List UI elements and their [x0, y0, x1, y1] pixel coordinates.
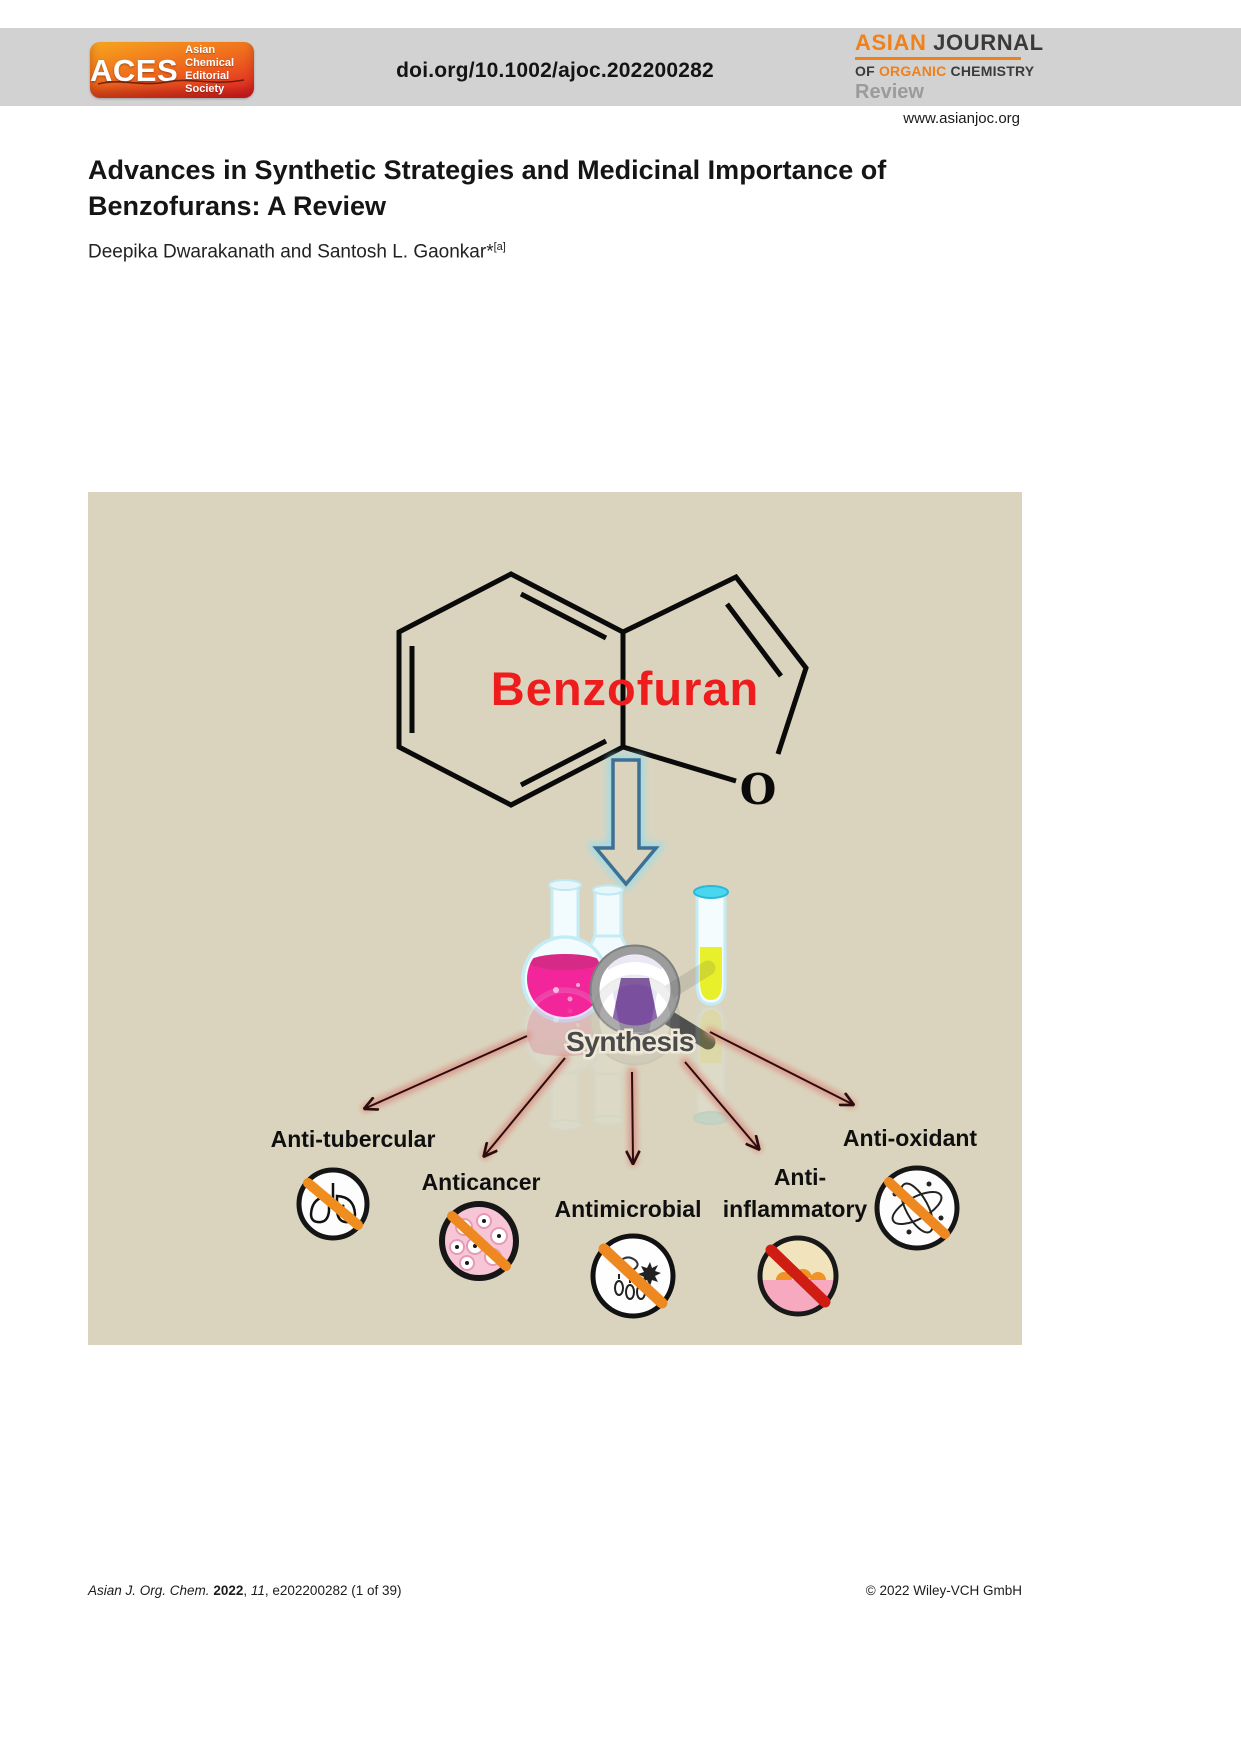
journal-name-line1: ASIAN JOURNAL	[855, 30, 1043, 61]
label-anti-inflammatory-line2: inflammatory	[723, 1196, 868, 1222]
label-anti-oxidant: Anti-oxidant	[843, 1125, 977, 1151]
compound-label: Benzofuran	[491, 662, 760, 715]
no-cancer-cells-icon	[439, 1201, 519, 1281]
journal-word-organic: ORGANIC	[878, 63, 947, 80]
author-affiliation-note: [a]	[493, 241, 506, 253]
citation-article-pages: , e202200282 (1 of 39)	[264, 1583, 402, 1598]
synthesis-label: Synthesis	[566, 1026, 694, 1057]
oxygen-atom-label: O	[740, 765, 777, 814]
article-type-label: Review	[855, 81, 924, 104]
no-inflammation-icon	[757, 1235, 839, 1317]
arrow-anti-tubercular	[366, 1035, 528, 1108]
aces-logo: ACES Asian Chemical Editorial Society	[90, 42, 254, 98]
down-arrow-icon	[586, 755, 666, 892]
doi-link[interactable]: doi.org/10.1002/ajoc.202200282	[396, 59, 714, 82]
journal-word-journal: JOURNAL	[933, 30, 1044, 55]
arrow-anti-oxidant	[709, 1031, 852, 1104]
journal-word-chemistry: CHEMISTRY	[950, 63, 1035, 80]
aces-subtitle-line2: Editorial Society	[185, 70, 230, 96]
aces-subtitle: Asian Chemical Editorial Society	[185, 44, 254, 97]
aces-subtitle-line1: Asian Chemical	[185, 43, 235, 69]
aces-acronym: ACES	[90, 52, 179, 88]
website-link[interactable]: www.asianjoc.org	[903, 110, 1020, 127]
citation-separator: ,	[243, 1583, 251, 1598]
citation-year: 2022	[213, 1583, 244, 1598]
journal-logo: ASIAN JOURNAL OF ORGANIC CHEMISTRY Revie…	[855, 30, 1043, 104]
footer-citation: Asian J. Org. Chem. 2022, 11, e202200282…	[88, 1583, 402, 1598]
benzofuran-structure	[396, 571, 809, 808]
arrow-anti-inflammatory	[684, 1061, 758, 1148]
footer-copyright: © 2022 Wiley-VCH GmbH	[865, 1583, 1022, 1598]
citation-volume: 11	[250, 1583, 265, 1598]
title-line-2: Benzofurans: A Review	[88, 190, 387, 221]
no-oxidation-atom-icon	[874, 1165, 960, 1251]
journal-word-asian: ASIAN	[855, 30, 927, 55]
journal-word-of: OF	[855, 63, 875, 80]
no-microbes-icon	[590, 1233, 676, 1319]
journal-name-line2: OF ORGANIC CHEMISTRY	[855, 63, 1034, 80]
label-anticancer: Anticancer	[422, 1169, 541, 1195]
test-tube-icon	[693, 885, 729, 1006]
graphical-abstract-panel: O Benzofuran	[88, 492, 1022, 1345]
author-names: Deepika Dwarakanath and Santosh L. Gaonk…	[88, 241, 494, 263]
graphical-abstract: O Benzofuran	[271, 571, 977, 1319]
authors-line: Deepika Dwarakanath and Santosh L. Gaonk…	[88, 241, 506, 263]
label-antimicrobial: Antimicrobial	[555, 1196, 702, 1222]
label-anti-tubercular: Anti-tubercular	[271, 1126, 436, 1152]
furan-ring	[621, 573, 809, 784]
arrow-anticancer	[485, 1057, 566, 1155]
aces-logo-texture	[97, 79, 245, 85]
title-line-1: Advances in Synthetic Strategies and Med…	[88, 155, 887, 185]
no-lungs-icon	[296, 1167, 370, 1241]
citation-journal: Asian J. Org. Chem.	[88, 1583, 210, 1598]
arrow-antimicrobial	[632, 1071, 633, 1162]
activity-arrows	[366, 1027, 852, 1167]
label-anti-inflammatory-line1: Anti-	[774, 1164, 826, 1190]
page-title: Advances in Synthetic Strategies and Med…	[88, 153, 988, 225]
